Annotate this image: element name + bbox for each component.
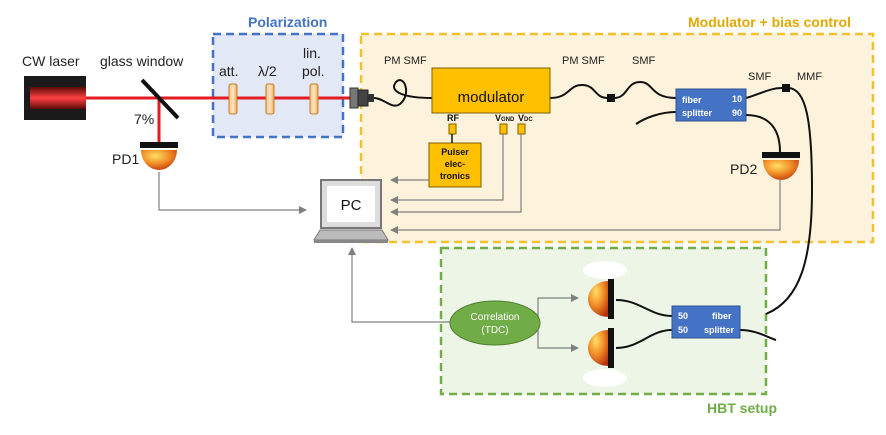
fiber-connector-1 xyxy=(607,94,615,102)
splitter2-to-det2 xyxy=(615,329,673,349)
modulator-device xyxy=(431,67,551,114)
pd2-label: PD2 xyxy=(730,161,757,177)
modulator-group-box xyxy=(359,32,875,244)
pd1-label: PD1 xyxy=(112,151,139,167)
polarization-group-title: Polarization xyxy=(248,14,327,30)
fiber-connector-2 xyxy=(782,84,790,92)
pd2-photodiode xyxy=(762,152,800,180)
attenuator-optic xyxy=(228,83,238,115)
modulator-label: modulator xyxy=(458,89,525,106)
smf-label-2: SMF xyxy=(748,71,772,83)
detector-label-blank-2 xyxy=(583,369,627,387)
cw-laser-label: CW laser xyxy=(22,53,80,69)
smf-to-mmf xyxy=(745,87,783,99)
linear-polarizer xyxy=(309,83,319,115)
hbt-group-title: HBT setup xyxy=(707,400,777,416)
splitter2-to-det1 xyxy=(615,299,673,317)
detector-label-blank-1 xyxy=(583,261,627,279)
vgnd-port xyxy=(499,123,508,135)
splitter1-to-pd2 xyxy=(745,114,781,153)
vdc-label: VDC xyxy=(518,113,533,123)
rf-label: RF xyxy=(447,113,459,123)
fibers xyxy=(373,79,814,349)
fs2-port-a: 50 xyxy=(678,311,688,321)
correlation-label-2: (TDC) xyxy=(481,325,508,336)
smf-label-1: SMF xyxy=(632,55,656,67)
smf-fiber-1 xyxy=(613,80,677,99)
pm-smf-label-2: PM SMF xyxy=(562,55,605,67)
mmf-label: MMF xyxy=(797,71,822,83)
fiber-coupler xyxy=(349,87,374,109)
reflection-percent: 7% xyxy=(134,111,154,127)
mmf-to-hbt xyxy=(765,87,814,315)
pd1-photodiode xyxy=(140,142,178,170)
pm-smf-label-1: PM SMF xyxy=(384,55,427,67)
correlation-label-1: Correlation xyxy=(471,312,520,323)
pc-label: PC xyxy=(341,197,362,214)
splitter2-tail xyxy=(739,329,777,341)
glass-window-label: glass window xyxy=(100,53,184,69)
fiber-splitter-1 xyxy=(675,88,747,122)
fs1-port-a: 10 xyxy=(732,94,742,104)
half-wave-plate xyxy=(265,83,275,115)
att-label: att. xyxy=(219,63,238,79)
linpol-label-line1: lin. xyxy=(303,45,321,61)
cw-laser xyxy=(24,76,86,120)
pc-computer xyxy=(313,179,389,243)
pm-smf-fiber-2 xyxy=(549,83,609,99)
pulser-electronics xyxy=(428,142,482,188)
fs2-label-1: fiber xyxy=(712,311,732,321)
fs2-port-b: 50 xyxy=(678,325,688,335)
correlation-tdc xyxy=(449,300,541,346)
fiber-splitter-2 xyxy=(671,305,741,339)
pulser-label-3: tronics xyxy=(440,171,470,181)
linpol-label-line2: pol. xyxy=(302,63,325,79)
glass-window xyxy=(140,78,180,120)
half-wave-label: λ/2 xyxy=(258,63,277,79)
fs2-label-2: splitter xyxy=(704,325,735,335)
rf-port xyxy=(448,123,457,135)
vgnd-label: VGND xyxy=(495,113,515,123)
splitter1-input-tail xyxy=(635,111,677,125)
fs1-label-1: fiber xyxy=(682,95,702,105)
fs1-label-2: splitter xyxy=(682,108,713,118)
vdc-port xyxy=(517,123,526,135)
modulator-group-title: Modulator + bias control xyxy=(688,14,851,30)
hbt-detector-1 xyxy=(588,279,614,319)
pulser-label-2: elec- xyxy=(445,159,466,169)
fs1-port-b: 90 xyxy=(732,108,742,118)
hbt-detector-2 xyxy=(588,328,614,368)
pm-smf-fiber-1 xyxy=(373,79,433,107)
pulser-label-1: Pulser xyxy=(441,147,469,157)
signal-lines xyxy=(158,134,781,352)
